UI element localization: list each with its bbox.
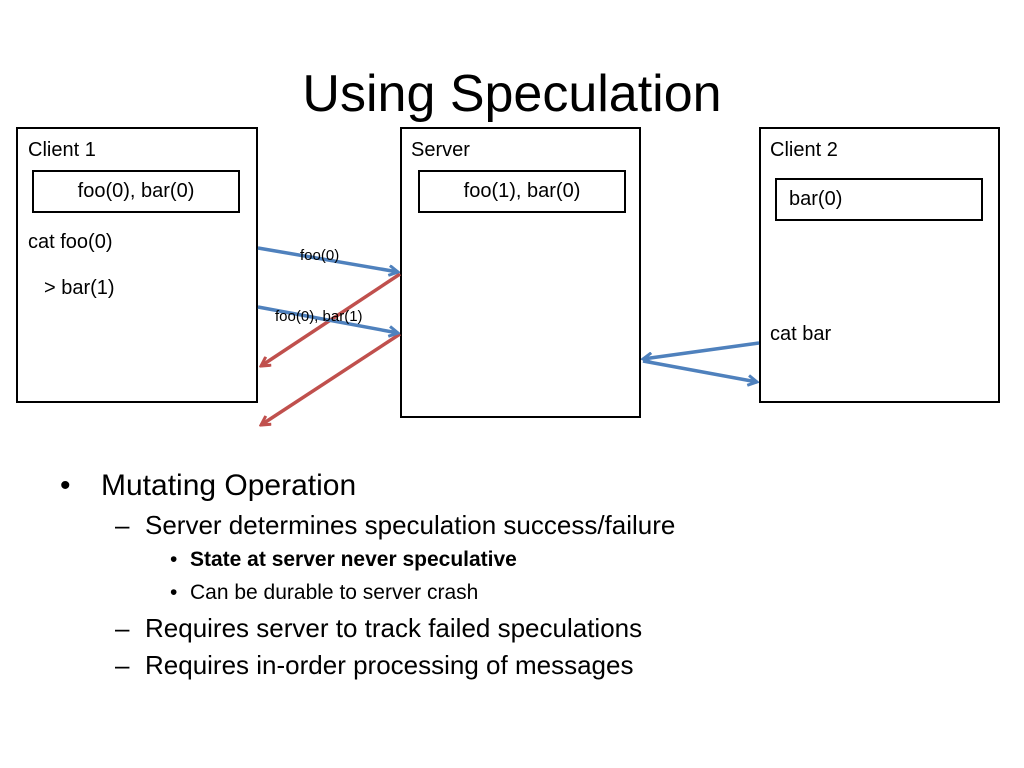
client1-label: Client 1	[28, 139, 96, 161]
client1-state: foo(0), bar(0)	[32, 170, 240, 213]
bullet-server-determines: Server determines speculation success/fa…	[145, 510, 676, 540]
bullet-mutating-operation: Mutating Operation	[101, 469, 357, 502]
message-label-2: foo(0), bar(1)	[275, 308, 363, 325]
bullet-state-at-server: State at server never speculative	[190, 548, 517, 571]
client1-command: cat foo(0)	[28, 231, 113, 253]
bullet-marker: •	[60, 469, 71, 502]
request-arrow-2	[257, 305, 398, 333]
client2-command: cat bar	[770, 323, 832, 345]
client2-box	[759, 127, 1000, 403]
reply-arrow-2	[261, 332, 401, 425]
slide-title: Using Speculation	[302, 65, 722, 123]
client2-state: bar(0)	[775, 178, 983, 221]
client1-box	[16, 127, 258, 403]
bullet-durable: Can be durable to server crash	[190, 581, 479, 604]
dash-marker: –	[115, 650, 130, 680]
server-label: Server	[411, 139, 470, 161]
client1-output: > bar(1)	[44, 277, 115, 299]
server-state: foo(1), bar(0)	[418, 170, 626, 213]
request-arrow-1	[257, 246, 398, 272]
bullet-in-order: Requires in-order processing of messages	[145, 650, 634, 680]
bullet-marker: •	[170, 548, 178, 571]
client2-request-arrow	[643, 341, 760, 359]
dash-marker: –	[115, 510, 130, 540]
client2-reply-arrow	[642, 359, 757, 382]
bullet-track-failed: Requires server to track failed speculat…	[145, 613, 643, 643]
dash-marker: –	[115, 613, 130, 643]
client2-label: Client 2	[770, 139, 838, 161]
message-label-1: foo(0)	[300, 247, 340, 264]
server-box	[400, 127, 641, 418]
bullet-marker: •	[170, 581, 178, 604]
